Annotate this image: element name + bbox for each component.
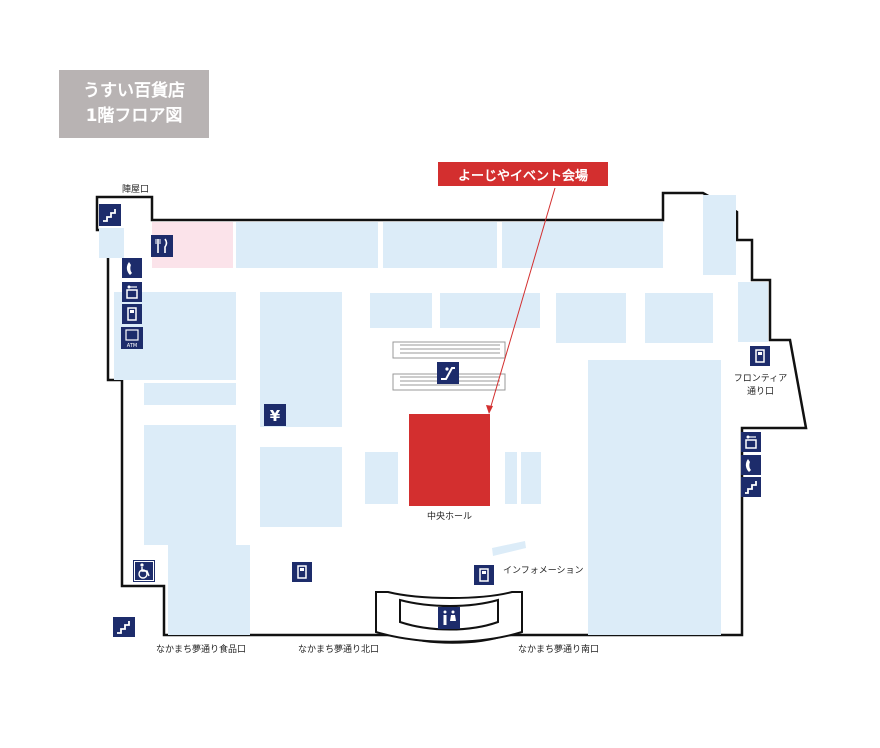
shop-area — [370, 293, 432, 328]
event-area — [409, 414, 490, 506]
coin-locker-icon — [741, 432, 761, 452]
wheelchair-icon — [133, 560, 155, 582]
yen-icon: ¥ — [264, 404, 286, 426]
shop-area — [292, 402, 342, 427]
elevator-icon — [292, 562, 312, 582]
shop-area — [365, 452, 398, 504]
restroom-icon — [438, 607, 460, 629]
restaurant-icon — [151, 235, 173, 257]
label-nakamachi-food-entrance: なかまち夢通り食品口 — [156, 645, 247, 655]
elevator-icon — [474, 565, 494, 585]
atm-icon: ATM — [121, 327, 143, 349]
phone-icon — [741, 455, 761, 475]
stairs-icon — [99, 204, 121, 226]
shop-area — [505, 452, 517, 504]
map-title-box: うすい百貨店 1階フロア図 — [59, 70, 209, 138]
label-information: インフォメーション — [503, 566, 584, 576]
shop-area — [236, 222, 378, 268]
event-pointer-head — [486, 405, 493, 414]
shop-area — [144, 383, 236, 405]
yen-text: ¥ — [270, 407, 281, 425]
label-jinya-entrance: 陣屋口 — [122, 185, 150, 195]
map-title-line1: うすい百貨店 — [83, 81, 185, 101]
stairs-icon — [113, 617, 135, 637]
shop-area — [645, 293, 713, 343]
shop-area — [99, 228, 124, 258]
shop-area — [556, 293, 626, 343]
shop-area — [502, 222, 663, 268]
label-central-hall: 中央ホール — [427, 512, 473, 522]
shop-area — [703, 195, 736, 275]
escalator-icon — [437, 362, 459, 384]
shop-area — [440, 293, 540, 328]
stairs-icon — [741, 477, 761, 497]
label-nakamachi-north-entrance: なかまち夢通り北口 — [298, 645, 380, 655]
shop-area — [738, 282, 768, 342]
shop-area — [383, 222, 497, 268]
elevator-icon — [122, 304, 142, 324]
atm-text: ATM — [127, 343, 137, 349]
label-frontier-entrance: フロンティア 通り口 — [733, 371, 788, 397]
shop-area — [144, 425, 236, 545]
elevator-icon — [750, 346, 770, 366]
map-title-line2: 1階フロア図 — [85, 106, 183, 126]
label-frontier-line1: フロンティア — [733, 374, 788, 384]
shop-area — [168, 545, 250, 635]
escalator-structure — [392, 341, 506, 391]
event-pointer-line — [488, 187, 556, 414]
information-desk — [492, 541, 526, 556]
phone-icon — [122, 258, 142, 278]
label-frontier-line2: 通り口 — [746, 387, 774, 397]
event-label: よーじやイベント会場 — [438, 162, 608, 186]
shop-area — [588, 360, 721, 635]
shop-area — [521, 452, 541, 504]
coin-locker-icon — [122, 282, 142, 302]
shop-area — [260, 447, 342, 527]
label-nakamachi-south-entrance: なかまち夢通り南口 — [518, 645, 600, 655]
